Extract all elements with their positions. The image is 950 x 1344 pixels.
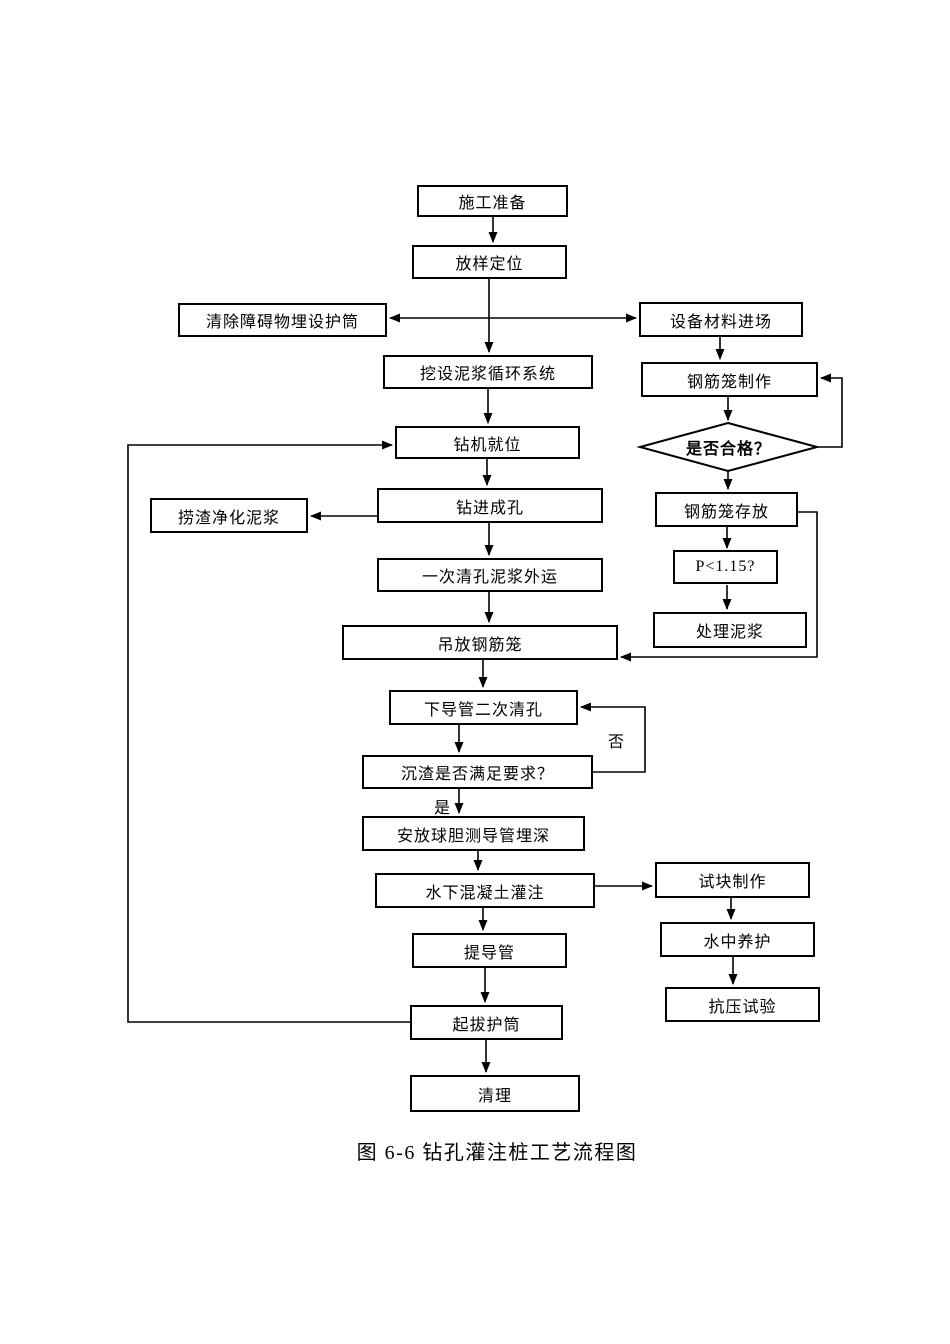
node-compression-test: 抗压试验 — [665, 987, 820, 1022]
node-mud-treatment: 处理泥浆 — [653, 612, 807, 648]
node-underwater-concrete-pouring: 水下混凝土灌注 — [375, 873, 595, 908]
node-label: 水中养护 — [703, 933, 772, 951]
node-equipment-materials-entry: 设备材料进场 — [639, 302, 803, 337]
node-place-ball-measure-conduit-depth: 安放球胆测导管埋深 — [362, 816, 585, 851]
node-label: 试块制作 — [698, 874, 767, 891]
node-sediment-requirement-check: 沉渣是否满足要求？ — [362, 755, 593, 789]
node-label: 放样定位 — [455, 256, 524, 273]
node-label: 起拔护筒 — [452, 1016, 521, 1034]
node-slag-removal-mud-purification: 捞渣净化泥浆 — [150, 498, 308, 533]
node-label: 施工准备 — [458, 195, 527, 212]
node-mud-density-check: P<1.15? — [673, 550, 778, 584]
node-label: 清除障碍物埋设护筒 — [205, 314, 359, 331]
node-first-hole-cleaning-mud-removal: 一次清孔泥浆外运 — [377, 558, 603, 592]
node-label: 处理泥浆 — [695, 624, 764, 641]
node-pull-out-casing: 起拔护筒 — [410, 1005, 563, 1040]
node-construction-preparation: 施工准备 — [417, 185, 568, 217]
node-hoist-rebar-cage: 吊放钢筋笼 — [342, 625, 618, 660]
node-label: 安放球胆测导管埋深 — [396, 827, 550, 845]
node-water-curing: 水中养护 — [660, 922, 815, 957]
node-label: 设备材料进场 — [669, 313, 772, 331]
node-label: 捞渣净化泥浆 — [177, 509, 280, 527]
node-label: 钢筋笼制作 — [686, 373, 772, 391]
node-lift-conduit: 提导管 — [412, 933, 567, 968]
node-rebar-cage-fabrication: 钢筋笼制作 — [641, 362, 818, 397]
node-label: 挖设泥浆循环系统 — [419, 366, 556, 383]
edge-label-yes: 是 — [434, 800, 451, 817]
node-layout-positioning: 放样定位 — [412, 245, 567, 279]
node-label: 抗压试验 — [708, 998, 777, 1016]
node-label: 是否合格？ — [685, 441, 771, 458]
node-label: 水下混凝土灌注 — [425, 884, 545, 902]
node-label: 钻机就位 — [453, 436, 522, 454]
node-cleanup: 清理 — [410, 1075, 580, 1112]
node-label: 钻进成孔 — [455, 499, 524, 517]
node-clear-obstacles-embed-casing: 清除障碍物埋设护筒 — [178, 303, 387, 337]
node-label: 提导管 — [463, 944, 515, 962]
node-qualified-decision: 是否合格？ — [660, 432, 797, 462]
node-label: 沉渣是否满足要求？ — [400, 766, 554, 783]
node-rebar-cage-storage: 钢筋笼存放 — [655, 492, 798, 527]
node-drilling-hole-forming: 钻进成孔 — [377, 488, 603, 523]
node-drill-rig-in-place: 钻机就位 — [395, 426, 580, 459]
node-label: 一次清孔泥浆外运 — [421, 569, 558, 586]
node-label: 清理 — [477, 1087, 512, 1105]
edge-label-no: 否 — [608, 734, 625, 751]
node-label: 吊放钢筋笼 — [437, 636, 523, 654]
node-label: P<1.15? — [695, 558, 756, 575]
node-lower-conduit-second-cleaning: 下导管二次清孔 — [389, 690, 578, 725]
figure-caption: 图 6-6 钻孔灌注桩工艺流程图 — [356, 1142, 638, 1164]
node-test-block-fabrication: 试块制作 — [655, 862, 810, 898]
node-mud-circulation-system: 挖设泥浆循环系统 — [383, 355, 593, 389]
node-label: 下导管二次清孔 — [423, 701, 543, 719]
node-label: 钢筋笼存放 — [683, 503, 769, 521]
